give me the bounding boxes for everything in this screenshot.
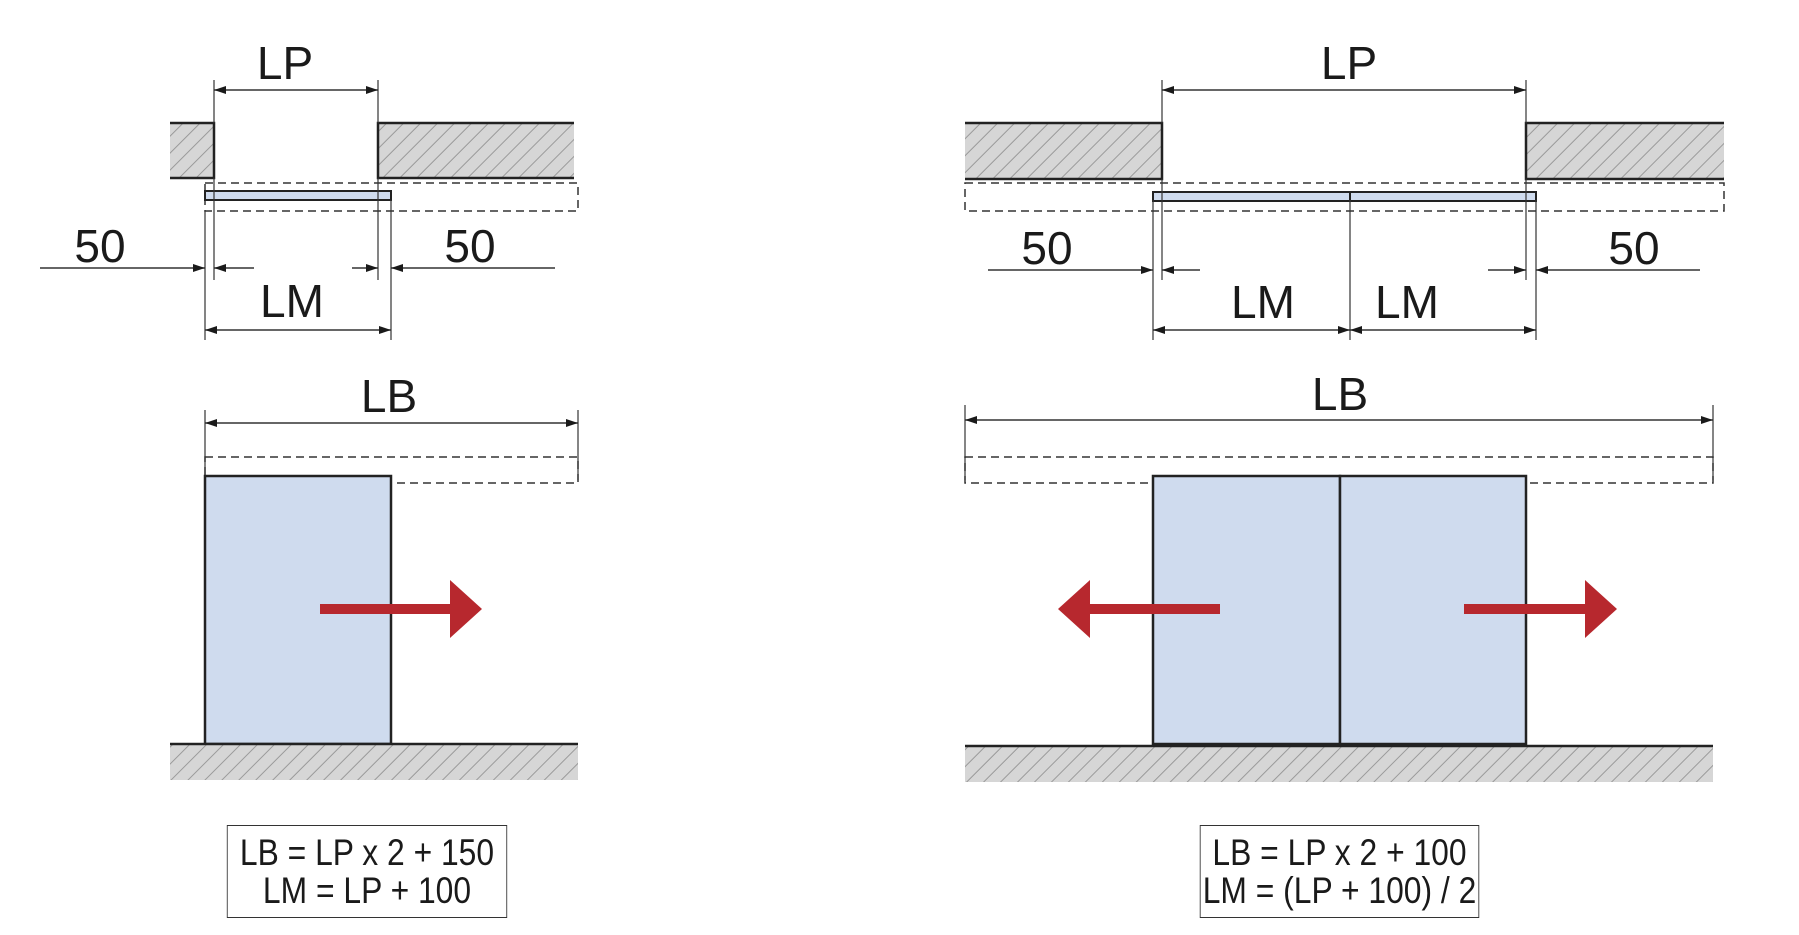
single-plan-door-leaf — [204, 190, 392, 201]
single-slide-right-arrow — [320, 580, 482, 638]
double-formula-line1: LB = LP x 2 + 100 — [1212, 831, 1467, 873]
single-floor — [170, 742, 578, 780]
single-lb-label: LB — [361, 370, 417, 422]
single-door-diagram: LP 50 50 LM LB — [40, 37, 579, 780]
single-door-formula-box: LB = LP x 2 + 150 LM = LP + 100 — [226, 825, 508, 918]
double-lm-right-label: LM — [1375, 276, 1439, 328]
double-plan-wall-left — [965, 121, 1164, 181]
double-slide-left-arrow — [1058, 580, 1220, 638]
single-gap-right-label: 50 — [444, 220, 495, 272]
single-lm-label: LM — [260, 275, 324, 327]
single-plan-wall-left — [170, 121, 216, 180]
single-formula-line2: LM = LP + 100 — [262, 869, 472, 911]
double-lp-label: LP — [1321, 37, 1377, 89]
double-gap-left-label: 50 — [1021, 222, 1072, 274]
double-floor — [965, 744, 1713, 782]
single-gap-left-label: 50 — [74, 220, 125, 272]
double-plan-door-leaf-right — [1349, 191, 1537, 202]
double-plan-door-leaf-left — [1152, 191, 1351, 202]
single-lp-label: LP — [257, 37, 313, 89]
double-door-formula-box: LB = LP x 2 + 100 LM = (LP + 100) / 2 — [1199, 825, 1480, 918]
double-gap-right-label: 50 — [1608, 222, 1659, 274]
double-door-diagram: LP 50 50 LM LM LB — [964, 37, 1725, 782]
single-formula-line1: LB = LP x 2 + 150 — [239, 831, 495, 873]
single-plan-wall-right — [376, 121, 574, 180]
double-slide-right-arrow — [1464, 580, 1617, 638]
double-lm-left-label: LM — [1231, 276, 1295, 328]
double-plan-wall-right — [1524, 121, 1724, 181]
double-formula-line2: LM = (LP + 100) / 2 — [1202, 869, 1477, 911]
double-plan-beam-outline — [964, 182, 1725, 212]
double-lb-label: LB — [1312, 368, 1368, 420]
